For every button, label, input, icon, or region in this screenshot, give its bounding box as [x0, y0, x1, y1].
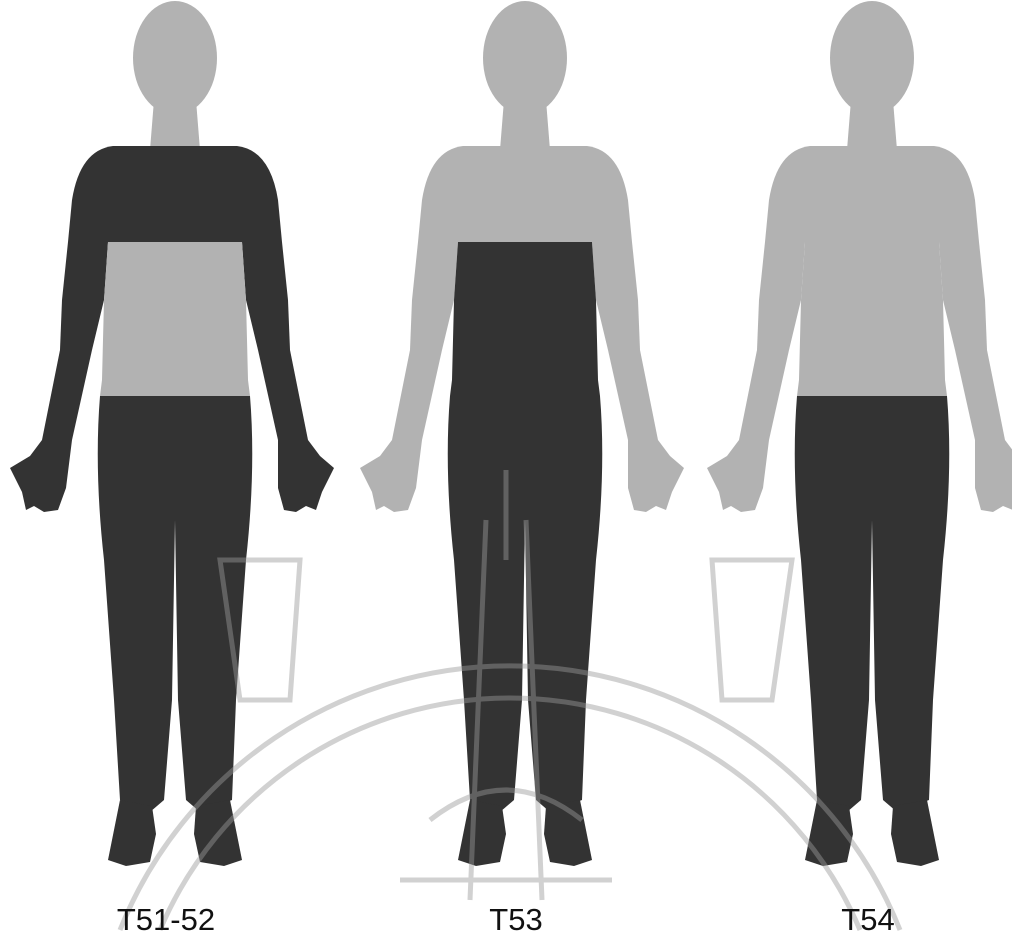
neck-region — [150, 100, 200, 150]
neck-region — [500, 100, 550, 150]
legs-region — [98, 396, 253, 812]
figure-label-t51-52: T51-52 — [66, 902, 266, 938]
shoulders-region — [418, 146, 632, 242]
torso-region — [450, 242, 600, 396]
upper-arms-region — [757, 242, 805, 350]
shoulders-region — [68, 146, 282, 242]
hands-region — [278, 440, 334, 512]
figure-label-t53: T53 — [416, 902, 616, 938]
upper-arms-region — [242, 242, 290, 350]
figure-layer — [10, 1, 1012, 866]
feet-region — [108, 800, 156, 866]
upper-arms-region — [410, 242, 458, 350]
figure-label-t54: T54 — [768, 902, 968, 938]
forearms-region — [739, 350, 789, 440]
head-region — [133, 1, 217, 115]
upper-arms-region — [592, 242, 640, 350]
head-region — [483, 1, 567, 115]
forearms-region — [955, 350, 1005, 440]
hands-region — [628, 440, 684, 512]
hands-region — [10, 440, 72, 512]
legs-region — [795, 396, 950, 812]
head-region — [830, 1, 914, 115]
feet-region — [458, 800, 506, 866]
body-figure-t51-52 — [10, 1, 334, 866]
legs-region — [448, 396, 603, 812]
feet-region — [891, 800, 939, 866]
hands-region — [975, 440, 1012, 512]
upper-arms-region — [939, 242, 987, 350]
forearms-region — [392, 350, 442, 440]
neck-region — [847, 100, 897, 150]
torso-region — [100, 242, 250, 396]
shoulders-region — [765, 146, 979, 242]
forearms-region — [608, 350, 658, 440]
forearms-region — [258, 350, 308, 440]
torso-region — [797, 242, 947, 396]
hands-region — [360, 440, 422, 512]
upper-arms-region — [60, 242, 108, 350]
body-figure-t54 — [707, 1, 1012, 866]
hands-region — [707, 440, 769, 512]
forearms-region — [42, 350, 92, 440]
body-figure-t53 — [360, 1, 684, 866]
